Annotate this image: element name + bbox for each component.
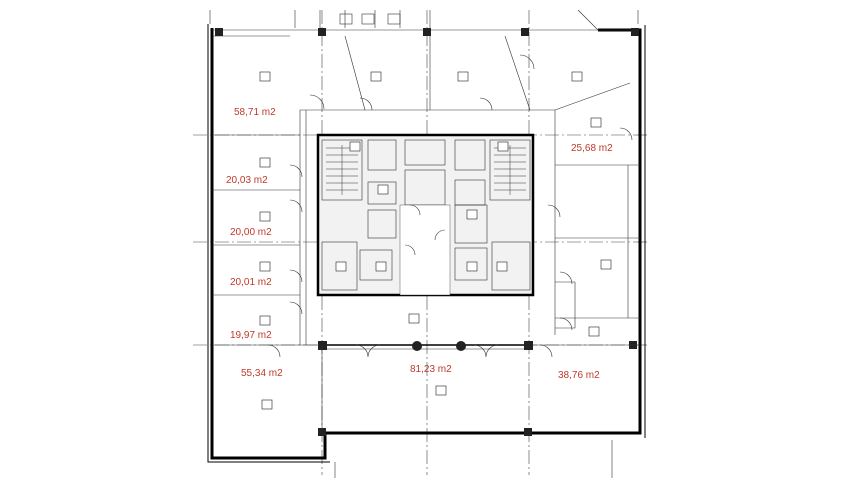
- right-margin: [650, 0, 848, 480]
- area-label-office-sw: 55,34 m2: [241, 368, 283, 379]
- top-service-rooms: [294, 10, 431, 28]
- area-label-office-w1: 20,03 m2: [226, 175, 268, 186]
- lobby-facade: [327, 341, 640, 358]
- west-office-partitions: [212, 109, 323, 430]
- area-label-office-w3: 20,01 m2: [230, 277, 272, 288]
- area-label-office-nw: 58,71 m2: [234, 107, 276, 118]
- left-margin: [0, 0, 190, 480]
- area-label-lobby: 81,23 m2: [410, 364, 452, 375]
- room-tags: [259, 71, 612, 410]
- area-label-office-w2: 20,00 m2: [230, 227, 272, 238]
- stair-left-icon: [326, 145, 358, 195]
- area-labels: 58,71 m2 20,03 m2 20,00 m2 20,01 m2 19,9…: [226, 107, 613, 381]
- stair-right-icon: [494, 145, 526, 195]
- area-label-office-se: 38,76 m2: [558, 370, 600, 381]
- area-label-office-w4: 19,97 m2: [230, 330, 272, 341]
- east-office-partitions: [547, 110, 640, 335]
- north-office-partitions: [309, 35, 631, 111]
- area-label-office-ne: 25,68 m2: [571, 143, 613, 154]
